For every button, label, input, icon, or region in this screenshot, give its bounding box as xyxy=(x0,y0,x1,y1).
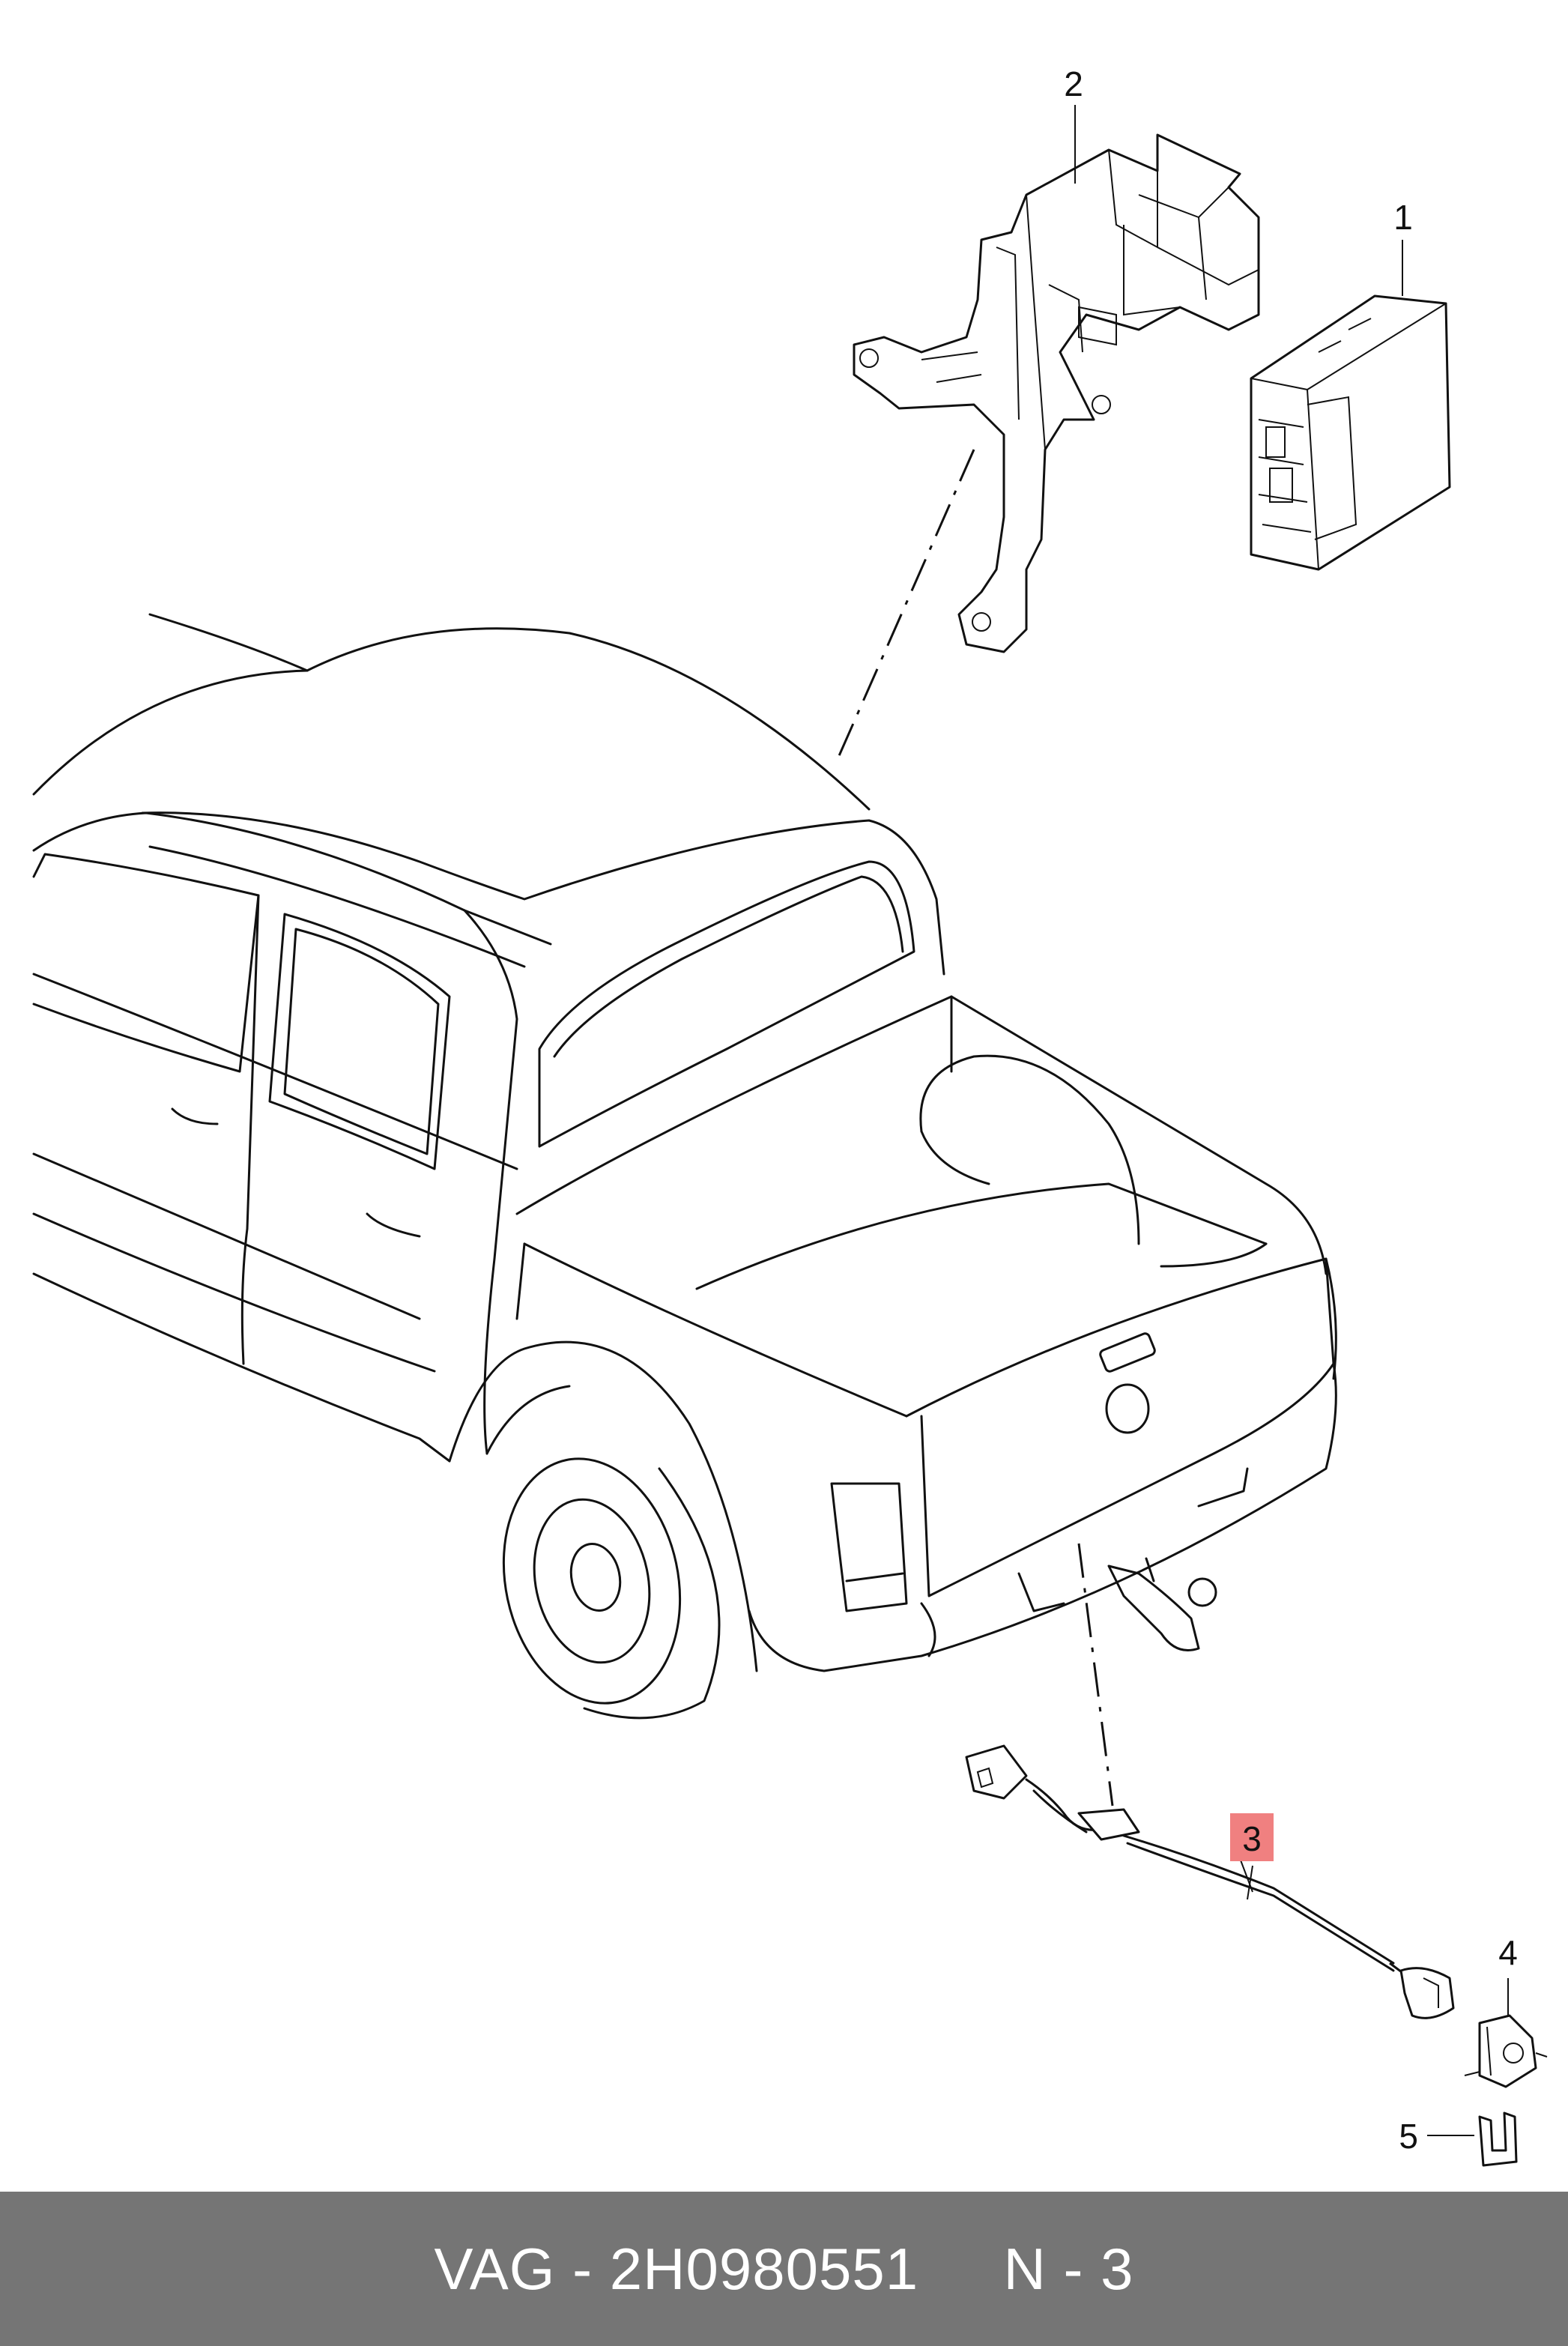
callout-1: 1 xyxy=(1393,198,1413,237)
svg-text:4: 4 xyxy=(1498,1933,1518,1972)
wiring-harness-camera xyxy=(965,1744,1455,2019)
leader-lines xyxy=(834,449,1114,1807)
callout-5: 5 xyxy=(1399,2117,1418,2156)
control-unit xyxy=(1250,294,1451,571)
svg-text:5: 5 xyxy=(1399,2117,1418,2156)
svg-text:3: 3 xyxy=(1242,1819,1262,1858)
svg-text:1: 1 xyxy=(1393,198,1413,237)
mounting-bracket xyxy=(853,133,1260,653)
callout-leaders xyxy=(1074,105,1509,2136)
parts-diagram: 2 1 3 4 5 xyxy=(32,64,1548,2167)
callout-2: 2 xyxy=(1064,64,1083,103)
camera-bracket xyxy=(1464,2014,1548,2088)
callout-3-highlight xyxy=(1230,1813,1274,1861)
footer-part-text: VAG - 2H0980551 N - 3 xyxy=(434,2235,1134,2302)
footer-bar: VAG - 2H0980551 N - 3 xyxy=(0,2192,1568,2346)
callout-4: 4 xyxy=(1498,1933,1518,1972)
pickup-truck xyxy=(32,613,1337,1720)
svg-text:2: 2 xyxy=(1064,64,1083,103)
clip xyxy=(1478,2111,1518,2167)
callout-3: 3 xyxy=(1230,1813,1274,1861)
